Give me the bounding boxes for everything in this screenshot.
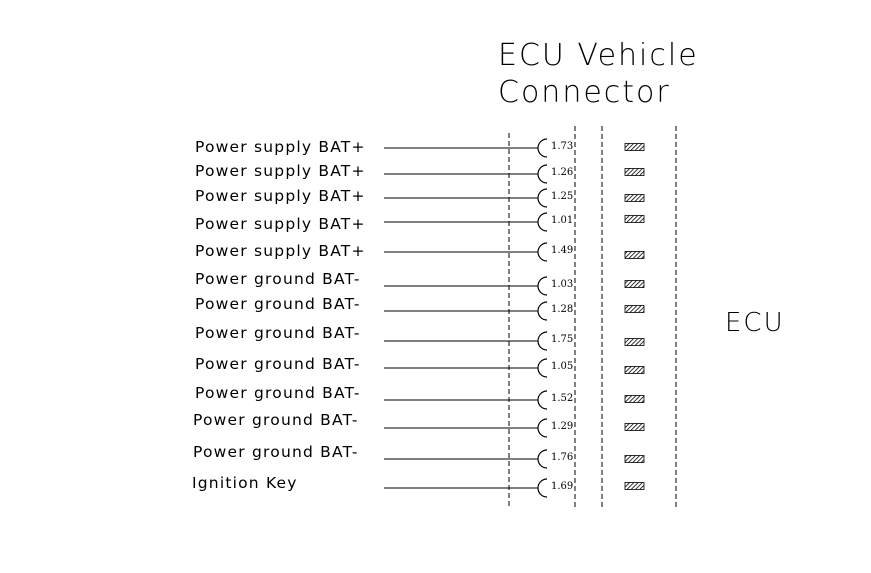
ecu-pin-pad-icon [624, 143, 645, 151]
signal-label: Power ground BAT- [195, 270, 361, 288]
signal-label: Power ground BAT- [195, 355, 361, 373]
socket-contact-icon [537, 358, 548, 378]
signal-label: Power ground BAT- [195, 384, 361, 402]
signal-label: Power supply BAT+ [195, 242, 366, 260]
socket-contact-icon [537, 212, 548, 232]
ecu-pin-pad-icon [624, 455, 645, 463]
ecu-pin-pad-icon [624, 168, 645, 176]
pin-row: Power supply BAT+ 1.26 [195, 162, 645, 184]
pin-number: 1.05 [551, 361, 573, 372]
pin-number: 1.75 [551, 334, 573, 345]
ecu-pin-pad-icon [624, 338, 645, 346]
pin-number: 1.52 [551, 393, 573, 404]
signal-label: Ignition Key [192, 474, 298, 492]
socket-contact-icon [537, 242, 548, 262]
ecu-pin-pad-icon [624, 215, 645, 223]
pin-row: Ignition Key 1.69 [192, 474, 645, 498]
socket-contact-icon [537, 164, 548, 184]
ecu-pin-pad-icon [624, 305, 645, 313]
ecu-pin-pad-icon [624, 251, 645, 259]
connector-title-line1: ECU Vehicle [498, 38, 699, 73]
signal-label: Power supply BAT+ [195, 162, 366, 180]
ecu-pin-pad-icon [624, 280, 645, 288]
signal-label: Power supply BAT+ [195, 138, 366, 156]
socket-contact-icon [537, 331, 548, 351]
pin-row: Power ground BAT- 1.03 [195, 270, 645, 296]
socket-contact-icon [537, 188, 548, 208]
pin-row: Power ground BAT- 1.76 [193, 443, 645, 469]
pin-number: 1.01 [551, 215, 573, 226]
signal-label: Power ground BAT- [193, 411, 359, 429]
ecu-pin-pad-icon [624, 482, 645, 490]
pin-row: Power ground BAT- 1.75 [195, 324, 645, 351]
socket-contact-icon [537, 138, 548, 158]
pin-number: 1.28 [551, 304, 573, 315]
pin-row: Power supply BAT+ 1.49 [195, 242, 645, 262]
pin-number: 1.29 [551, 421, 573, 432]
pin-row: Power ground BAT- 1.52 [195, 384, 645, 410]
connector-title-line2: Connector [498, 75, 671, 110]
pin-row: Power ground BAT- 1.05 [195, 355, 645, 378]
pin-row: Power supply BAT+ 1.01 [195, 212, 645, 233]
socket-contact-icon [537, 390, 548, 410]
signal-label: Power ground BAT- [193, 443, 359, 461]
signal-label: Power ground BAT- [195, 295, 361, 313]
signal-label: Power supply BAT+ [195, 215, 366, 233]
ecu-pin-pad-icon [624, 366, 645, 374]
socket-contact-icon [537, 418, 548, 438]
pin-row: Power ground BAT- 1.28 [195, 295, 645, 321]
socket-contact-icon [537, 478, 548, 498]
socket-contact-icon [537, 301, 548, 321]
ecu-label: ECU [725, 308, 785, 338]
pin-number: 1.26 [551, 167, 573, 178]
ecu-pin-pad-icon [624, 194, 645, 202]
ecu-pin-pad-icon [624, 423, 645, 431]
pin-number: 1.49 [551, 245, 573, 256]
socket-contact-icon [537, 276, 548, 296]
ecu-pin-pad-icon [624, 395, 645, 403]
pin-row: Power supply BAT+ 1.73 [195, 138, 645, 158]
pin-number: 1.73 [551, 141, 573, 152]
signal-label: Power supply BAT+ [195, 187, 366, 205]
pin-number: 1.25 [551, 191, 573, 202]
pin-row: Power supply BAT+ 1.25 [195, 187, 645, 208]
pin-number: 1.03 [551, 279, 573, 290]
pin-row: Power ground BAT- 1.29 [193, 411, 645, 438]
pin-number: 1.76 [551, 452, 573, 463]
socket-contact-icon [537, 449, 548, 469]
signal-label: Power ground BAT- [195, 324, 361, 342]
pin-number: 1.69 [551, 481, 573, 492]
